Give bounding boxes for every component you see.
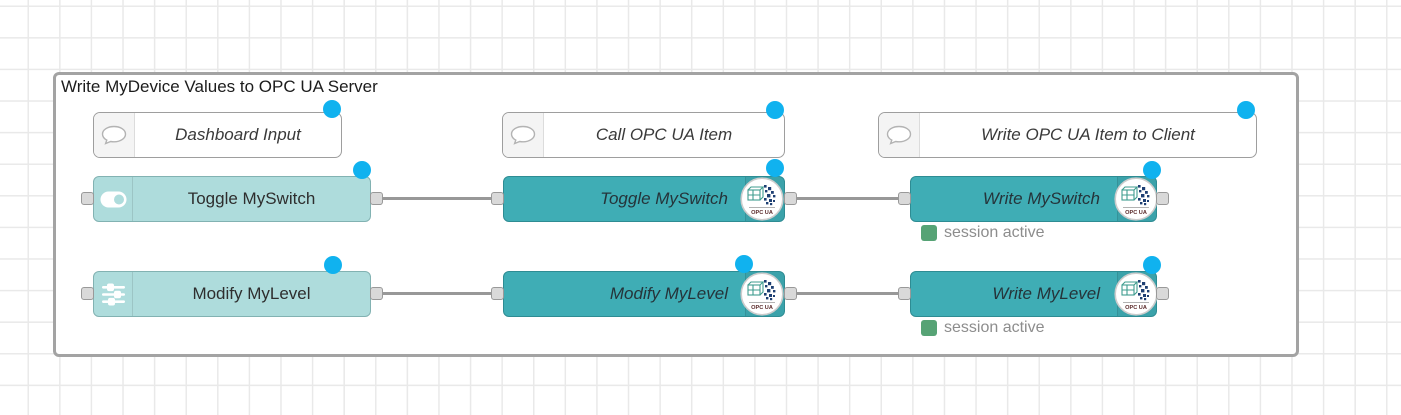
- changed-indicator: [766, 159, 784, 177]
- wire[interactable]: [788, 292, 910, 295]
- toggle-switch-icon: [94, 177, 133, 221]
- comment-icon: [879, 113, 920, 157]
- comment-label: Write OPC UA Item to Client: [981, 125, 1195, 144]
- node-label: Toggle MySwitch: [600, 189, 728, 208]
- comment-node-write-opcua-item[interactable]: Write OPC UA Item to Client: [878, 112, 1257, 158]
- changed-indicator: [324, 256, 342, 274]
- changed-indicator: [1143, 161, 1161, 179]
- node-label: Write MyLevel: [992, 284, 1100, 303]
- changed-indicator: [353, 161, 371, 179]
- output-port[interactable]: [1156, 287, 1169, 300]
- comment-icon: [94, 113, 135, 157]
- group-label: Write MyDevice Values to OPC UA Server: [61, 77, 378, 96]
- node-modify-mylevel-dashboard[interactable]: Modify MyLevel: [93, 271, 371, 317]
- status-text: session active: [944, 224, 1045, 241]
- output-port[interactable]: [370, 287, 383, 300]
- output-port[interactable]: [784, 192, 797, 205]
- node-label: Modify MyLevel: [609, 284, 728, 303]
- node-status-session-active: session active: [921, 224, 1045, 242]
- toggle-switch-icon: [100, 191, 126, 207]
- input-port[interactable]: [491, 287, 504, 300]
- opcua-logo-icon: [740, 177, 784, 221]
- speech-bubble-icon: [886, 125, 912, 145]
- output-port[interactable]: [370, 192, 383, 205]
- wire[interactable]: [375, 197, 497, 200]
- comment-icon: [503, 113, 544, 157]
- status-dot: [921, 320, 937, 336]
- comment-label: Call OPC UA Item: [595, 125, 733, 144]
- wire[interactable]: [375, 292, 497, 295]
- changed-indicator: [323, 100, 341, 118]
- node-status-session-active: session active: [921, 319, 1045, 337]
- input-port[interactable]: [81, 287, 94, 300]
- sliders-icon: [94, 272, 133, 316]
- node-toggle-myswitch-dashboard[interactable]: Toggle MySwitch: [93, 176, 371, 222]
- changed-indicator: [766, 101, 784, 119]
- opcua-logo-icon: [1114, 177, 1158, 221]
- output-port[interactable]: [784, 287, 797, 300]
- comment-node-dashboard-input[interactable]: Dashboard Input: [93, 112, 342, 158]
- input-port[interactable]: [898, 192, 911, 205]
- changed-indicator: [1143, 256, 1161, 274]
- speech-bubble-icon: [510, 125, 536, 145]
- status-dot: [921, 225, 937, 241]
- changed-indicator: [735, 255, 753, 273]
- sliders-icon: [101, 283, 125, 305]
- opcua-logo-icon: [740, 272, 784, 316]
- input-port[interactable]: [491, 192, 504, 205]
- speech-bubble-icon: [101, 125, 127, 145]
- node-label: Toggle MySwitch: [187, 189, 316, 208]
- opcua-logo-icon: [1114, 272, 1158, 316]
- node-label: Write MySwitch: [982, 189, 1100, 208]
- node-label: Modify MyLevel: [192, 284, 311, 303]
- comment-node-call-opcua-item[interactable]: Call OPC UA Item: [502, 112, 785, 158]
- input-port[interactable]: [81, 192, 94, 205]
- status-text: session active: [944, 319, 1045, 336]
- changed-indicator: [1237, 101, 1255, 119]
- comment-label: Dashboard Input: [175, 125, 301, 144]
- input-port[interactable]: [898, 287, 911, 300]
- output-port[interactable]: [1156, 192, 1169, 205]
- wire[interactable]: [788, 197, 910, 200]
